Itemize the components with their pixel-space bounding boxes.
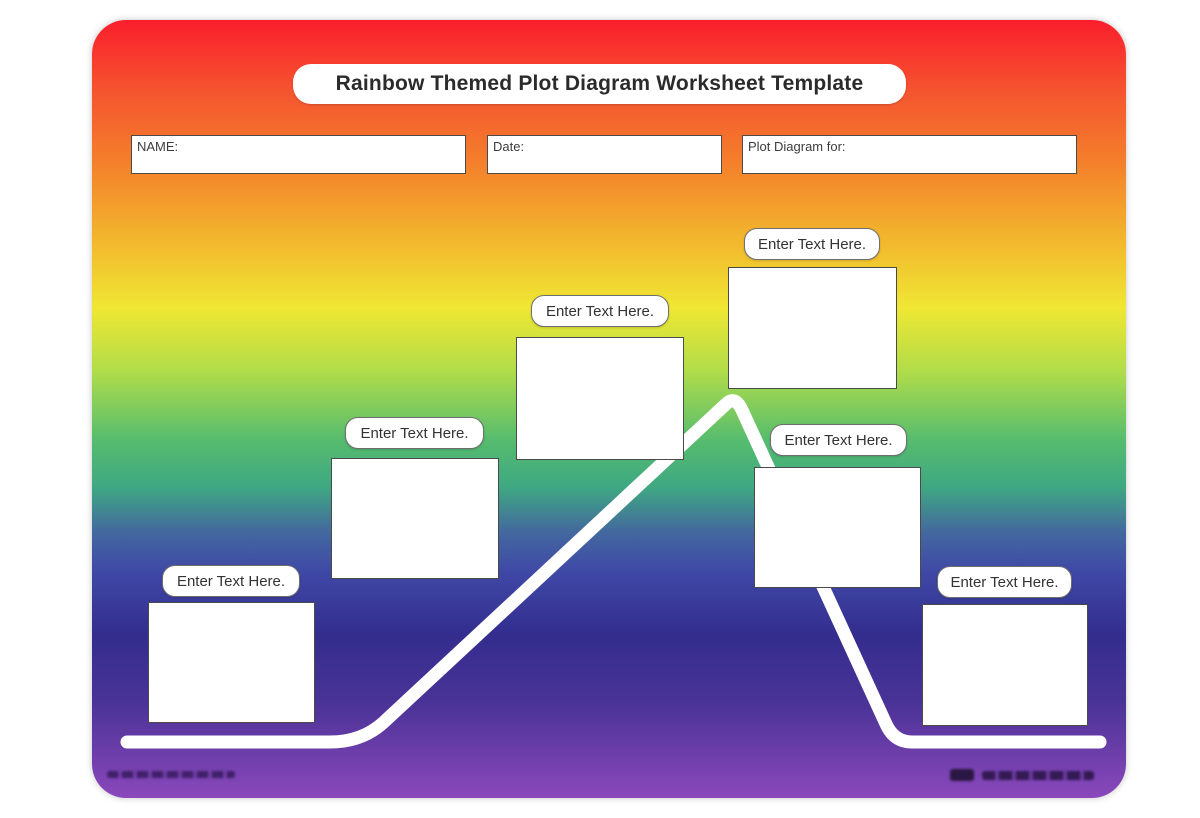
exposition-text-box[interactable] <box>148 602 315 723</box>
rising-action-1-text-box[interactable] <box>331 458 499 579</box>
rising-action-2-text-box[interactable] <box>516 337 684 460</box>
plot-line <box>120 394 1107 749</box>
watermark-logo-icon <box>950 769 974 781</box>
worksheet-card: Rainbow Themed Plot Diagram Worksheet Te… <box>92 20 1126 798</box>
falling-action-text-box[interactable] <box>754 467 921 588</box>
exposition-label-pill[interactable]: Enter Text Here. <box>162 565 300 597</box>
name-field[interactable]: NAME: <box>131 135 466 174</box>
rising-action-1-label-pill[interactable]: Enter Text Here. <box>345 417 484 449</box>
date-field[interactable]: Date: <box>487 135 722 174</box>
climax-label-pill[interactable]: Enter Text Here. <box>744 228 880 260</box>
climax-text-box[interactable] <box>728 267 897 389</box>
watermark-url-smudge <box>107 771 235 778</box>
resolution-text-box[interactable] <box>922 604 1088 726</box>
watermark-logo-smudge <box>950 767 1100 783</box>
watermark-logo-text-smudge <box>982 771 1094 780</box>
page-title: Rainbow Themed Plot Diagram Worksheet Te… <box>293 64 906 104</box>
falling-action-label-pill[interactable]: Enter Text Here. <box>770 424 907 456</box>
resolution-label-pill[interactable]: Enter Text Here. <box>937 566 1072 598</box>
plot-diagram-for-field[interactable]: Plot Diagram for: <box>742 135 1077 174</box>
rising-action-2-label-pill[interactable]: Enter Text Here. <box>531 295 669 327</box>
